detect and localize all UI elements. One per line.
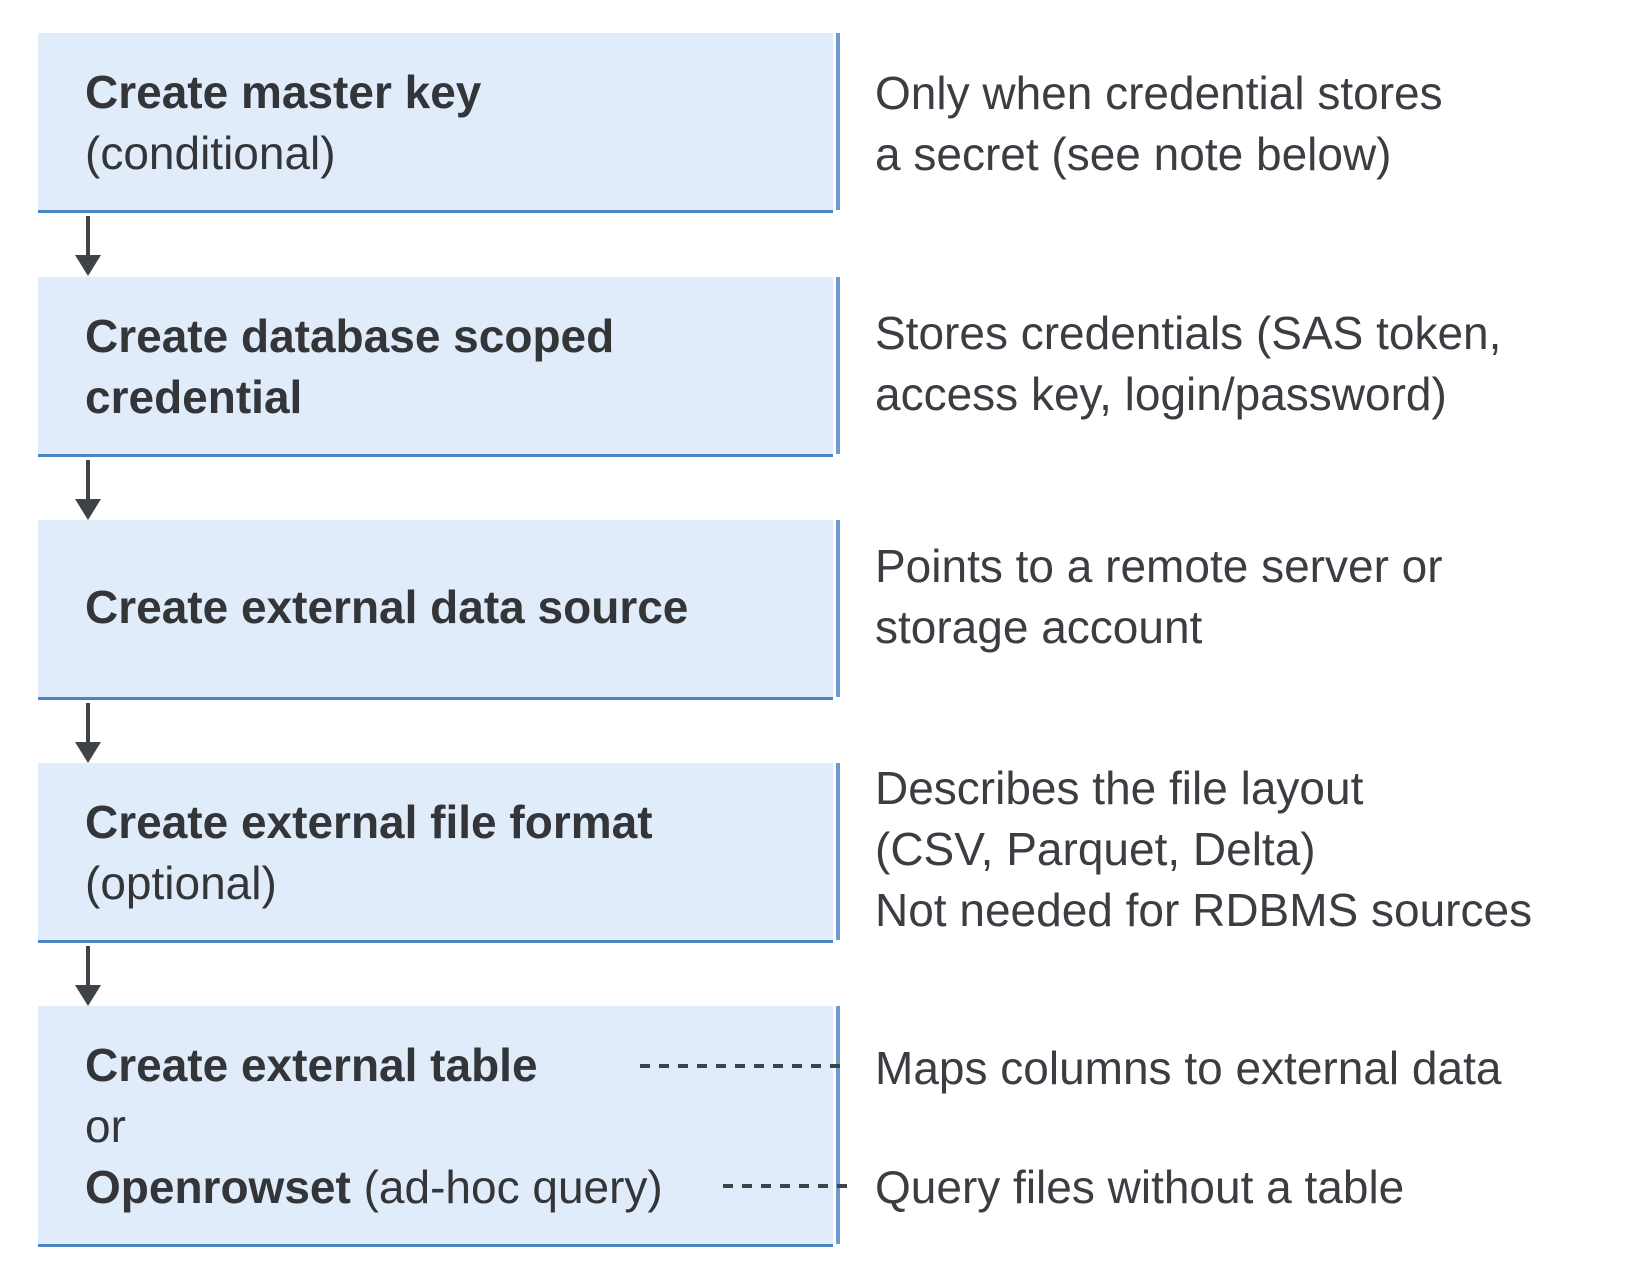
step-box-text: Create external file format (optional): [38, 763, 833, 914]
dashed-connector-openrowset: [723, 1184, 848, 1188]
step-title: Create external data source: [85, 577, 817, 638]
down-arrow-icon: [75, 703, 101, 763]
step-openrowset-bold: Openrowset: [85, 1161, 351, 1213]
step-title-line2: credential: [85, 367, 817, 428]
down-arrow-icon: [75, 460, 101, 520]
note-line: storage account: [875, 601, 1203, 653]
step-title-bold: Create external data source: [85, 581, 689, 633]
step-box-create-external-data-source: Create external data source: [38, 520, 840, 700]
note-line: Not needed for RDBMS sources: [875, 884, 1533, 936]
step-box-create-database-scoped-credential: Create database scoped credential: [38, 277, 840, 457]
note-line: access key, login/password): [875, 368, 1447, 420]
step-subtitle-regular: (conditional): [85, 127, 336, 179]
step-subtitle-regular: (optional): [85, 857, 277, 909]
step-box-text: Create database scoped credential: [38, 277, 833, 428]
step-box-text: Create external table or Openrowset (ad-…: [38, 1006, 833, 1218]
step-box-create-master-key: Create master key (conditional): [38, 33, 840, 213]
step-box-create-external-table-or-openrowset: Create external table or Openrowset (ad-…: [38, 1006, 840, 1247]
note-openrowset: Query files without a table: [875, 1157, 1404, 1218]
step-title: Create database scoped: [85, 306, 817, 367]
note-line: Only when credential stores: [875, 67, 1443, 119]
step-title: Create external file format: [85, 792, 817, 853]
step-subtitle: (conditional): [85, 123, 817, 184]
step-title: Create external table: [85, 1035, 817, 1096]
note-external-table: Maps columns to external data: [875, 1038, 1501, 1099]
note-external-data-source: Points to a remote server or storage acc…: [875, 536, 1443, 658]
step-subtitle: (optional): [85, 853, 817, 914]
step-title-bold: Create external table: [85, 1039, 538, 1091]
step-title-bold: credential: [85, 371, 303, 423]
note-line: Points to a remote server or: [875, 540, 1443, 592]
note-line: Query files without a table: [875, 1161, 1405, 1213]
note-database-scoped-credential: Stores credentials (SAS token, access ke…: [875, 303, 1501, 425]
step-box-text: Create external data source: [38, 520, 833, 638]
step-openrowset-regular: (ad-hoc query): [350, 1161, 663, 1213]
step-box-create-external-file-format: Create external file format (optional): [38, 763, 840, 943]
note-line: Maps columns to external data: [875, 1042, 1502, 1094]
note-line: (CSV, Parquet, Delta): [875, 823, 1316, 875]
down-arrow-icon: [75, 946, 101, 1006]
step-title-bold: Create master key: [85, 66, 482, 118]
down-arrow-icon: [75, 216, 101, 276]
note-line: Describes the file layout: [875, 762, 1364, 814]
step-openrowset-label: Openrowset (ad-hoc query): [85, 1157, 817, 1218]
step-or-label: or: [85, 1096, 817, 1157]
note-master-key: Only when credential stores a secret (se…: [875, 63, 1443, 185]
note-line: Stores credentials (SAS token,: [875, 307, 1502, 359]
step-box-text: Create master key (conditional): [38, 33, 833, 184]
dashed-connector-external-table: [640, 1064, 848, 1068]
step-title-bold: Create database scoped: [85, 310, 615, 362]
note-external-file-format: Describes the file layout (CSV, Parquet,…: [875, 758, 1532, 941]
step-or-regular: or: [85, 1100, 126, 1152]
note-line: a secret (see note below): [875, 128, 1392, 180]
step-title: Create master key: [85, 62, 817, 123]
step-title-bold: Create external file format: [85, 796, 653, 848]
